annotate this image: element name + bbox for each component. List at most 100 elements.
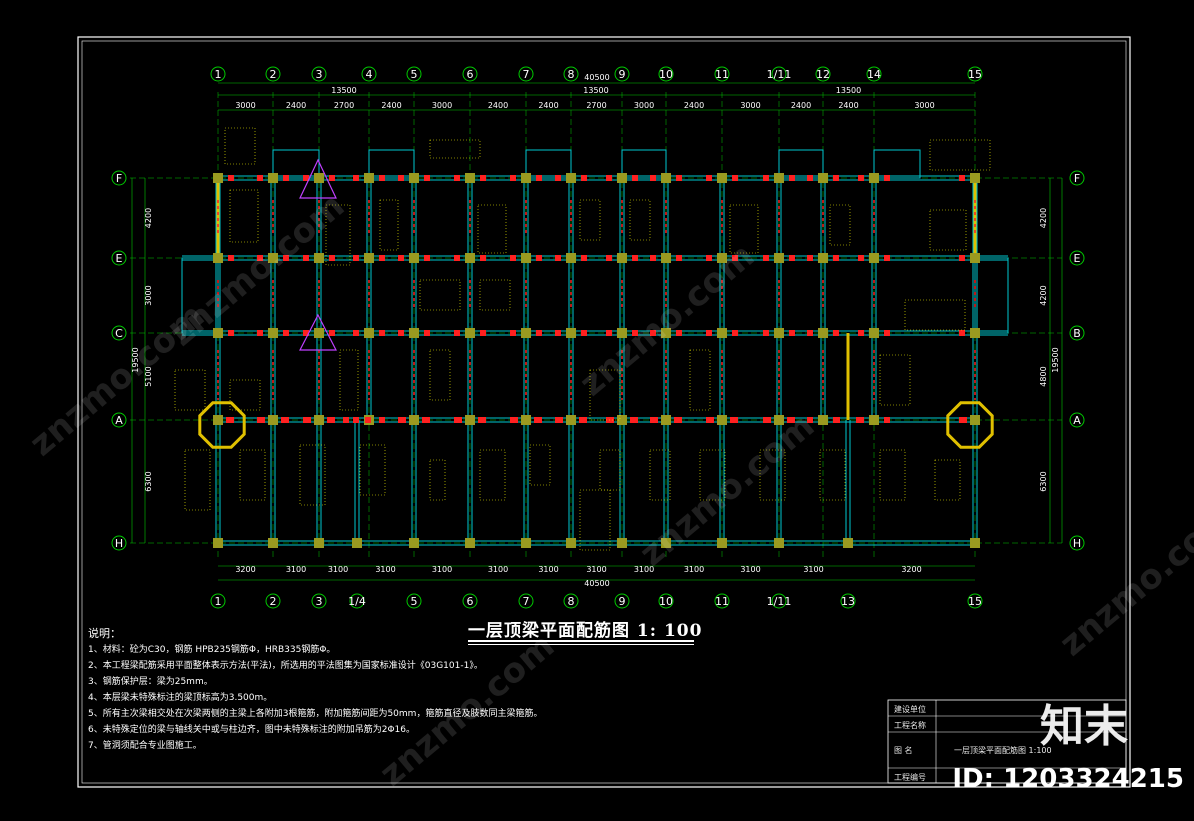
column [364, 173, 374, 183]
axis-bubble [614, 593, 630, 609]
rebar-mark [379, 175, 385, 181]
dimension-text: 2400 [791, 101, 811, 110]
axis-label: 5 [411, 595, 418, 608]
axis-label: H [1073, 537, 1081, 550]
rebar-mark [456, 417, 462, 423]
title-underline [468, 640, 694, 642]
rebar-mark [398, 175, 404, 181]
dimension-text: 3100 [803, 565, 823, 574]
column [213, 538, 223, 548]
rebar-mark [732, 175, 738, 181]
dimension-text: 6300 [1039, 471, 1048, 491]
dimension-text: 6300 [144, 471, 153, 491]
rebar-mark [787, 417, 793, 423]
axis-label: 9 [619, 68, 626, 81]
title-underline-thin [468, 644, 694, 645]
rebar-mark [454, 175, 460, 181]
title-block-label: 图 名 [894, 746, 913, 755]
beam-annotation [759, 449, 786, 501]
axis-label: 1/11 [767, 68, 792, 81]
axis-label: F [116, 172, 122, 185]
column [521, 173, 531, 183]
rebar-mark [353, 417, 359, 423]
rebar-mark [884, 417, 890, 423]
column [314, 173, 324, 183]
rebar-mark [353, 330, 359, 336]
column [465, 253, 475, 263]
rebar-mark [480, 330, 486, 336]
rebar-mark [283, 330, 289, 336]
column [774, 173, 784, 183]
column [352, 538, 362, 548]
rebar-mark [353, 175, 359, 181]
column [970, 328, 980, 338]
axis-bubble [406, 593, 422, 609]
axis-label: E [1074, 252, 1081, 265]
side-beam [181, 257, 219, 334]
axis-bubble [210, 66, 226, 82]
axis-bubble [462, 593, 478, 609]
inner-frame [81, 40, 1127, 784]
section-marker [299, 313, 337, 351]
axis-bubble [1069, 250, 1085, 266]
balcony-beam [525, 149, 572, 179]
title-block-label: 工程编号 [894, 773, 926, 782]
column [213, 173, 223, 183]
column [661, 173, 671, 183]
axis-label: 15 [968, 68, 982, 81]
column [774, 328, 784, 338]
axis-bubble [111, 412, 127, 428]
column [268, 415, 278, 425]
rebar-mark [557, 417, 563, 423]
rebar-mark [512, 417, 518, 423]
axis-label: H [115, 537, 123, 550]
rebar-mark [480, 255, 486, 261]
axis-bubble [658, 66, 674, 82]
dimension-text: 3100 [286, 565, 306, 574]
rebar-mark [228, 175, 234, 181]
beam-annotation [359, 444, 386, 496]
axis-label: 14 [867, 68, 881, 81]
note-item: 1、材料：砼为C30，钢筋 HPB235钢筋Φ，HRB335钢筋Φ。 [88, 645, 336, 655]
axis-label: 12 [816, 68, 830, 81]
axis-bubble [614, 66, 630, 82]
beam-annotation [589, 369, 621, 421]
rebar-mark [398, 255, 404, 261]
axis-label: 1 [215, 595, 222, 608]
balcony-beam [368, 149, 415, 179]
axis-bubble [111, 535, 127, 551]
rebar-mark [961, 417, 967, 423]
column [869, 328, 879, 338]
dimension-text: 3100 [740, 565, 760, 574]
dimension-text: 3100 [432, 565, 452, 574]
dimension-text: 4200 [1039, 208, 1048, 228]
axis-bubble [111, 170, 127, 186]
column [617, 328, 627, 338]
beam-annotation [829, 204, 851, 246]
axis-bubble [714, 593, 730, 609]
dimension-text: 3200 [901, 565, 921, 574]
dimension-text: 3000 [235, 101, 255, 110]
outer-frame [77, 36, 1131, 788]
dimension-text: 13500 [331, 86, 356, 95]
rebar-mark [228, 255, 234, 261]
rebar-mark [422, 417, 428, 423]
column [566, 253, 576, 263]
rebar-mark [510, 330, 516, 336]
axis-bubble [563, 593, 579, 609]
column [566, 538, 576, 548]
axis-bubble [111, 250, 127, 266]
beam-annotation [184, 449, 211, 511]
axis-bubble [1069, 325, 1085, 341]
rebar-mark [789, 330, 795, 336]
column [314, 538, 324, 548]
axis-label: 11 [715, 68, 729, 81]
column [465, 173, 475, 183]
rebar-mark [303, 330, 309, 336]
axis-bubble [967, 66, 983, 82]
rebar-mark [652, 417, 658, 423]
rebar-mark [959, 330, 965, 336]
column [970, 415, 980, 425]
